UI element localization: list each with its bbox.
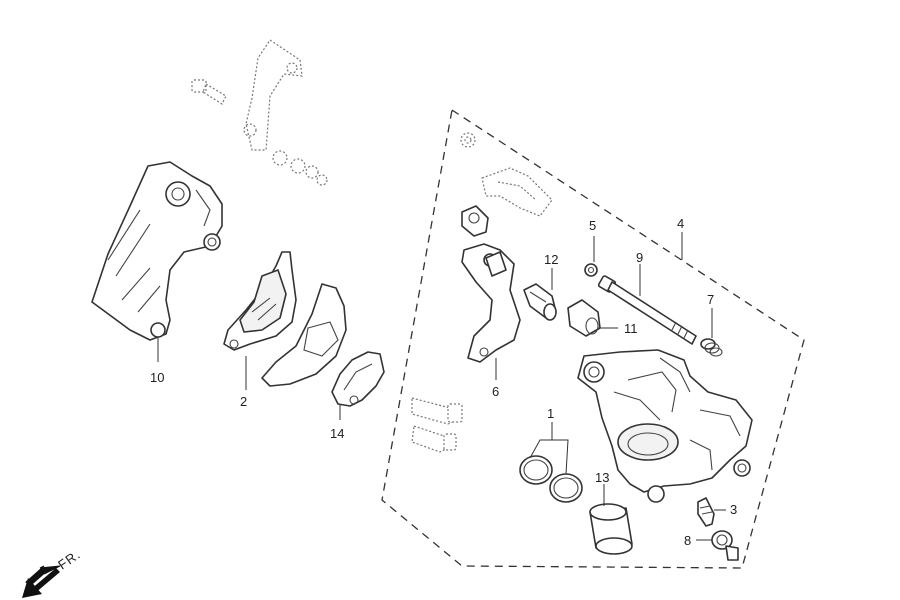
part-11-boot — [567, 299, 601, 337]
callout-13: 13 — [595, 470, 609, 485]
callout-7: 7 — [707, 292, 714, 307]
caliper-body — [577, 349, 753, 503]
front-direction-indicator: FR. — [22, 546, 83, 598]
ghost-fork-bracket — [243, 39, 303, 151]
callout-10: 10 — [150, 370, 164, 385]
callout-9: 9 — [636, 250, 643, 265]
arrow-head — [22, 578, 42, 598]
ghost-washers — [272, 150, 328, 186]
part-3-bleeder-valve — [697, 497, 715, 527]
leader-lines — [157, 232, 726, 541]
direction-label: FR. — [55, 546, 83, 572]
callout-11: 11 — [624, 321, 638, 336]
callout-6: 6 — [492, 384, 499, 399]
part-9-pin-bolt — [597, 275, 697, 345]
ghost-pad-spring — [481, 167, 553, 217]
part-7-spring — [700, 338, 723, 357]
part-13-piston — [589, 503, 633, 555]
ghost-spring-small — [460, 132, 476, 148]
callout-labels: 10 2 14 6 1 12 11 5 9 4 7 3 8 13 — [150, 216, 737, 548]
part-12-slide-pin — [523, 283, 557, 321]
callout-8: 8 — [684, 533, 691, 548]
part-1-piston-seals — [519, 455, 583, 503]
callout-4: 4 — [677, 216, 684, 231]
part-5-washer — [584, 263, 598, 277]
callout-14: 14 — [330, 426, 344, 441]
callout-3: 3 — [730, 502, 737, 517]
ghost-bolts-lower — [411, 397, 463, 453]
part-10-caliper-bracket — [91, 161, 223, 341]
part-14-pad-spring — [331, 351, 385, 407]
caliper-assembly-boundary — [381, 108, 805, 569]
callout-2: 2 — [240, 394, 247, 409]
callout-1: 1 — [547, 406, 554, 421]
part-boot-top — [461, 205, 489, 237]
reference-ghost-parts — [191, 39, 553, 453]
callout-5: 5 — [589, 218, 596, 233]
callout-12: 12 — [544, 252, 558, 267]
part-2-brake-pad — [223, 251, 347, 387]
ghost-bolt-top — [191, 79, 227, 105]
arrow-body — [30, 568, 60, 594]
part-6-support-bracket — [461, 243, 521, 363]
part-8-bleeder-cap — [711, 530, 739, 561]
